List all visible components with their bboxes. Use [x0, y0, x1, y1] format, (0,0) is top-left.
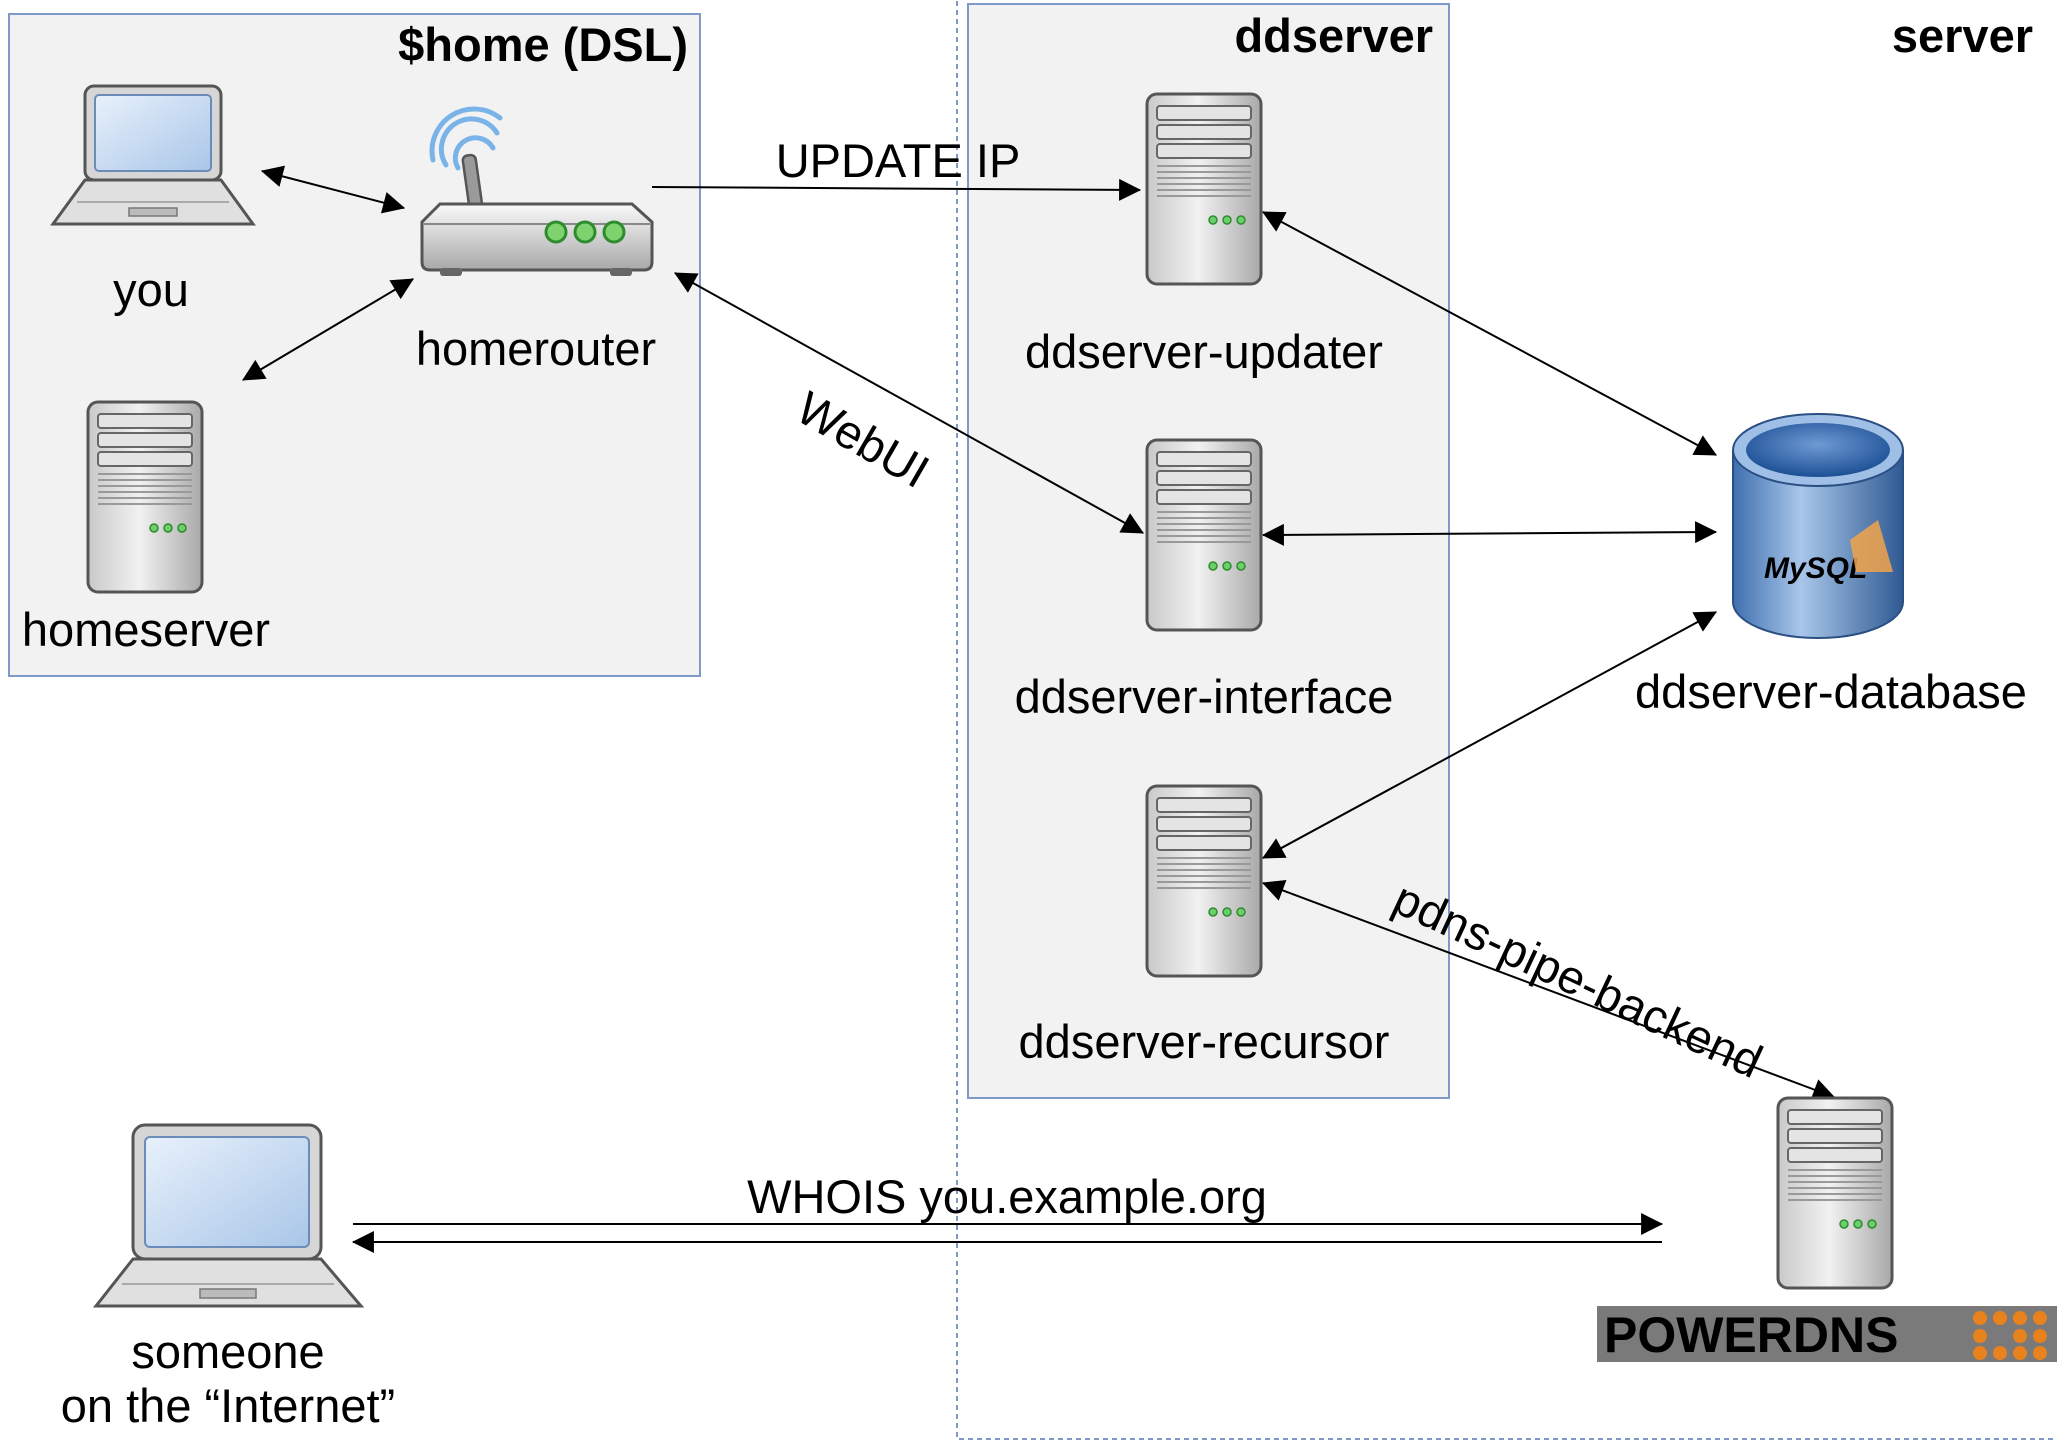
powerdns-logo-text: POWERDNS: [1604, 1307, 1898, 1363]
powerdns-server-icon: [1776, 1096, 1894, 1290]
you-label: you: [113, 263, 189, 316]
whois-label: WHOIS you.example.org: [747, 1170, 1267, 1223]
home-group-title: $home (DSL): [398, 18, 688, 71]
ddserver-database-label: ddserver-database: [1635, 665, 2027, 718]
someone-laptop-icon: [92, 1123, 365, 1308]
pdns-pipe-backend-link: [1261, 880, 1836, 1100]
homeserver-homerouter-link: [242, 278, 414, 381]
mysql-logo-text: MySQL: [1764, 552, 1867, 585]
ddserver-updater-label: ddserver-updater: [1025, 325, 1383, 378]
server-group-box: [956, 0, 2057, 1440]
recursor-database-link: [1262, 611, 1717, 859]
ddserver-interface-label: ddserver-interface: [1015, 670, 1394, 723]
ddserver-recursor-server-icon: [1145, 784, 1263, 978]
mysql-database-icon: MySQL: [1732, 413, 1904, 639]
interface-database-link: [1261, 521, 1718, 546]
you-homerouter-link: [260, 165, 406, 214]
ddserver-group-title: ddserver: [1234, 9, 1433, 62]
update-ip-link: [651, 178, 1142, 201]
powerdns-logo: POWERDNS: [1597, 1306, 2057, 1363]
server-group-title: server: [1892, 9, 2033, 62]
homeserver-label: homeserver: [22, 603, 270, 656]
ddserver-updater-server-icon: [1145, 92, 1263, 286]
update-ip-label: UPDATE IP: [776, 134, 1021, 187]
updater-database-link: [1262, 211, 1717, 456]
ddserver-interface-server-icon: [1145, 438, 1263, 632]
ddserver-recursor-label: ddserver-recursor: [1019, 1015, 1390, 1068]
homerouter-label: homerouter: [416, 322, 656, 375]
homerouter-icon: [420, 106, 654, 276]
homeserver-icon: [86, 400, 204, 594]
webui-link: [674, 272, 1144, 534]
someone-label-line2: on the “Internet”: [61, 1379, 395, 1432]
webui-label: WebUI: [788, 381, 938, 498]
someone-label-line1: someone: [131, 1325, 324, 1378]
